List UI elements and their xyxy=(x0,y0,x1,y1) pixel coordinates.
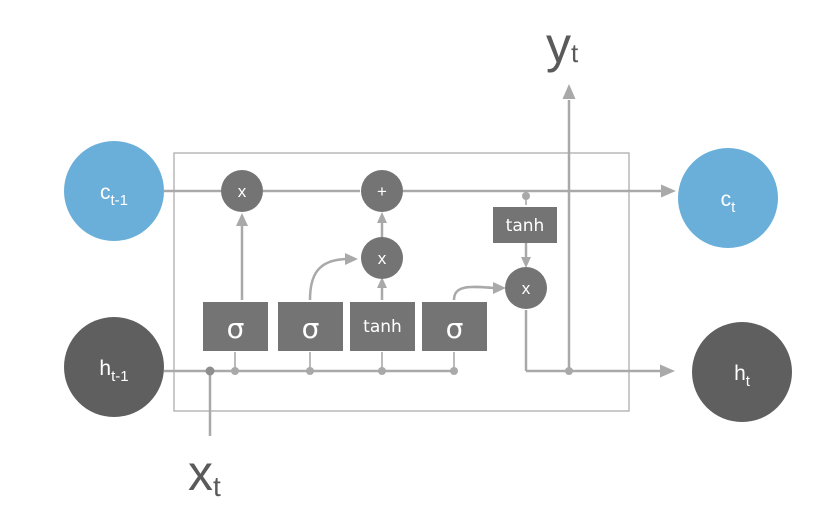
svg-text:ct: ct xyxy=(721,188,737,216)
forget-gate: σ xyxy=(203,302,268,351)
c-prev-sub: t-1 xyxy=(110,192,128,209)
h-next-node: ht xyxy=(692,322,792,422)
arrow-candidate-mul xyxy=(377,277,387,288)
output-y-base: y xyxy=(546,17,571,73)
output-junction-dot xyxy=(565,367,573,375)
h-next-base: h xyxy=(734,362,746,385)
input-to-mul-curve xyxy=(308,257,347,301)
c-prev-base: c xyxy=(100,181,111,204)
c-next-base: c xyxy=(721,188,732,211)
candidate-gate: tanh xyxy=(350,302,415,351)
c-prev-node: ct-1 xyxy=(64,141,164,241)
forget-gate-label: σ xyxy=(227,312,245,345)
cell-tanh-label: tanh xyxy=(506,216,545,236)
input-gate-junction-dot xyxy=(306,367,314,375)
add-symbol: + xyxy=(377,182,387,201)
add-op: + xyxy=(361,170,403,212)
candidate-junction-dot xyxy=(378,367,386,375)
output-multiply-op: x xyxy=(505,267,547,309)
input-multiply-symbol: x xyxy=(378,249,387,268)
arrow-input-mul xyxy=(345,253,358,265)
arrow-tanh-mul xyxy=(521,257,531,268)
output-gate-label: σ xyxy=(446,312,464,345)
h-prev-sub: t-1 xyxy=(111,368,129,385)
candidate-gate-label: tanh xyxy=(363,317,402,337)
svg-text:ht-1: ht-1 xyxy=(99,357,128,385)
c-next-sub: t xyxy=(731,199,736,216)
cell-boundary xyxy=(173,152,630,412)
svg-text:ht: ht xyxy=(734,362,751,390)
forget-junction-dot xyxy=(231,367,239,375)
input-gate-label: σ xyxy=(302,312,320,345)
arrow-mul-add xyxy=(377,212,387,223)
input-gate: σ xyxy=(278,302,343,351)
h-next-sub: t xyxy=(746,373,751,390)
c-next-node: ct xyxy=(678,148,778,248)
input-x-sub: t xyxy=(213,471,221,502)
arrow-to-h-next xyxy=(660,364,675,378)
arrow-output-mul xyxy=(493,282,506,294)
cell-branch-dot xyxy=(522,192,530,200)
output-gate-junction-dot xyxy=(450,367,458,375)
forget-multiply-symbol: x xyxy=(238,182,247,201)
arrow-to-c-next xyxy=(661,184,676,198)
input-multiply-op: x xyxy=(361,237,403,279)
svg-text:ct-1: ct-1 xyxy=(100,181,128,209)
cell-tanh-gate: tanh xyxy=(493,207,557,243)
input-x-label: xt xyxy=(188,445,221,502)
arrow-to-y xyxy=(562,84,576,99)
h-prev-node: ht-1 xyxy=(64,317,164,417)
input-x-base: x xyxy=(188,445,213,501)
output-multiply-symbol: x xyxy=(522,279,531,298)
output-to-mul-curve xyxy=(452,285,495,301)
h-prev-base: h xyxy=(99,357,111,380)
forget-multiply-op: x xyxy=(221,170,263,212)
output-y-sub: t xyxy=(571,38,579,68)
output-y-label: yt xyxy=(546,17,579,73)
output-gate: σ xyxy=(422,302,487,351)
input-junction-dot xyxy=(205,366,215,376)
arrow-forget-mul xyxy=(236,213,248,226)
